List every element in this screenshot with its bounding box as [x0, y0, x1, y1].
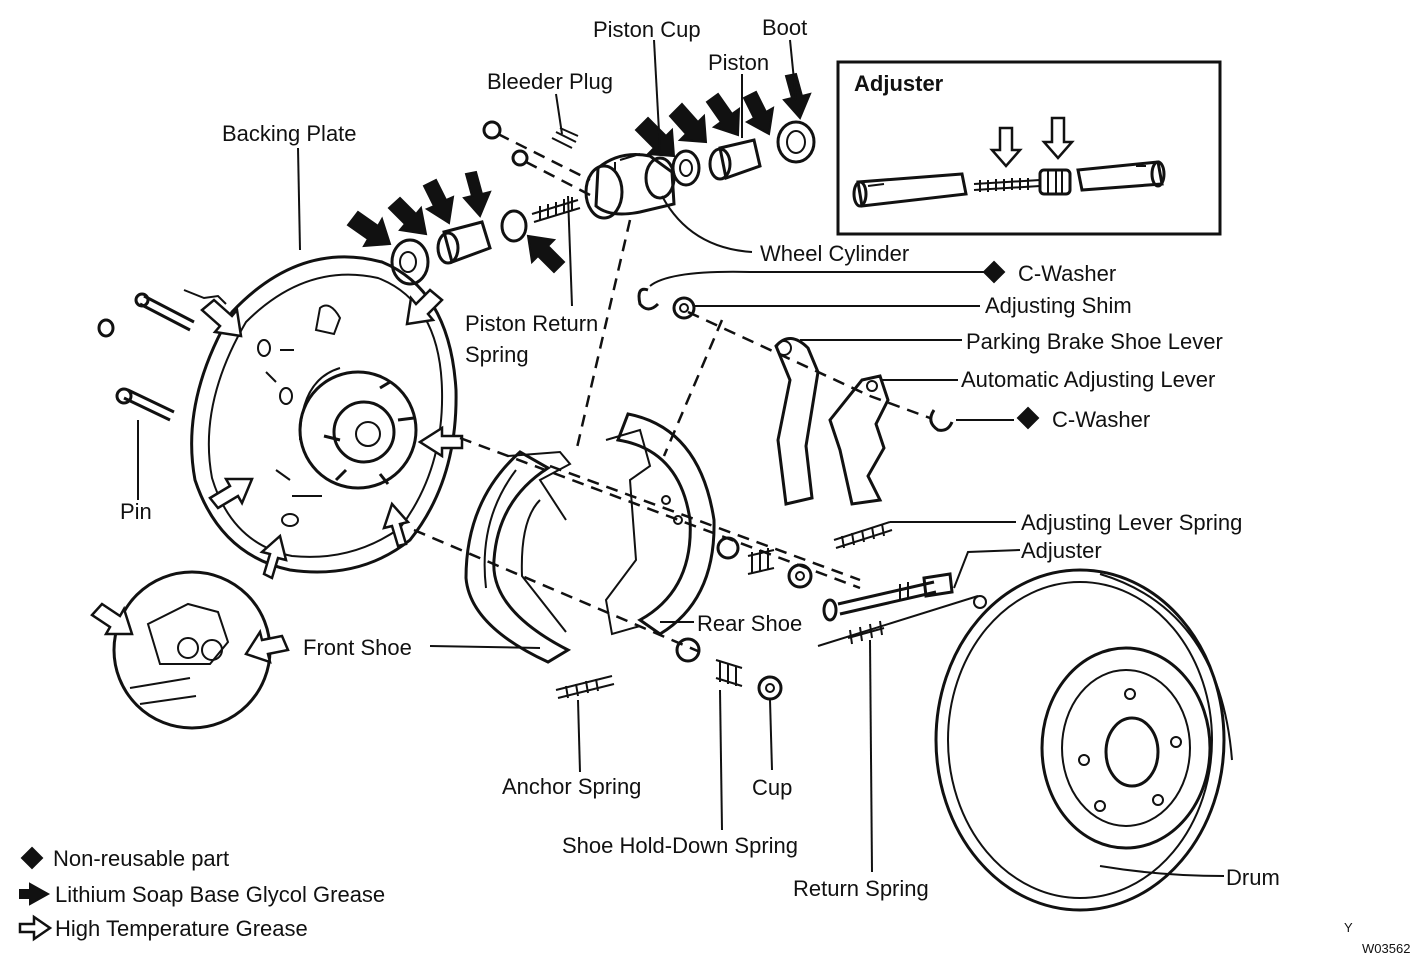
label-piston-return-spring: Spring: [465, 342, 529, 367]
figure-code-number: W03562: [1362, 941, 1410, 956]
label-automatic-adjusting-lever: Automatic Adjusting Lever: [961, 367, 1215, 392]
label-c-washer-lower: C-Washer: [1052, 407, 1150, 432]
label-boot: Boot: [762, 15, 807, 40]
label-piston-cup: Piston Cup: [593, 17, 701, 42]
adjuster-inset-title: Adjuster: [854, 71, 944, 96]
non-reusable-diamond-icon: [20, 846, 44, 870]
label-piston-return: Piston Return: [465, 311, 598, 336]
label-drum: Drum: [1226, 865, 1280, 890]
leader-lines: [137, 39, 1225, 877]
legend-non-reusable: Non-reusable part: [53, 846, 229, 871]
solid-grease-arrow-icon: [19, 882, 51, 906]
part-labels: Piston Cup Boot Piston Bleeder Plug Back…: [120, 15, 1280, 901]
hardware-parts: [555, 287, 987, 701]
label-c-washer-top: C-Washer: [1018, 261, 1116, 286]
label-adjusting-shim: Adjusting Shim: [985, 293, 1132, 318]
label-shoe-hold-down-spring: Shoe Hold-Down Spring: [562, 833, 798, 858]
label-front-shoe: Front Shoe: [303, 635, 412, 660]
label-rear-shoe: Rear Shoe: [697, 611, 802, 636]
label-cup: Cup: [752, 775, 792, 800]
non-reusable-diamond-icon: [982, 260, 1006, 284]
adjuster-inset: Adjuster: [836, 60, 1222, 236]
label-return-spring: Return Spring: [793, 876, 929, 901]
non-reusable-diamond-icon: [1016, 406, 1040, 430]
legend-high-temp-grease: High Temperature Grease: [55, 916, 308, 941]
label-anchor-spring: Anchor Spring: [502, 774, 641, 799]
legend-lithium-grease: Lithium Soap Base Glycol Grease: [55, 882, 385, 907]
label-bleeder-plug: Bleeder Plug: [487, 69, 613, 94]
label-pin: Pin: [120, 499, 152, 524]
figure-code: Y W03562: [1344, 920, 1410, 956]
hollow-grease-arrow-icon: [18, 914, 53, 942]
brake-drum: [934, 568, 1233, 912]
label-wheel-cylinder: Wheel Cylinder: [760, 241, 909, 266]
legend: Non-reusable part Lithium Soap Base Glyc…: [18, 846, 385, 942]
label-piston: Piston: [708, 50, 769, 75]
label-parking-brake-shoe-lever: Parking Brake Shoe Lever: [966, 329, 1223, 354]
brake-shoes: [413, 219, 931, 664]
wheel-cylinder-group: [346, 72, 816, 286]
backing-plate: [90, 255, 464, 730]
label-backing-plate: Backing Plate: [222, 121, 357, 146]
label-adjuster: Adjuster: [1021, 538, 1102, 563]
label-adjusting-lever-spring: Adjusting Lever Spring: [1021, 510, 1242, 535]
figure-code-letter: Y: [1344, 920, 1353, 935]
